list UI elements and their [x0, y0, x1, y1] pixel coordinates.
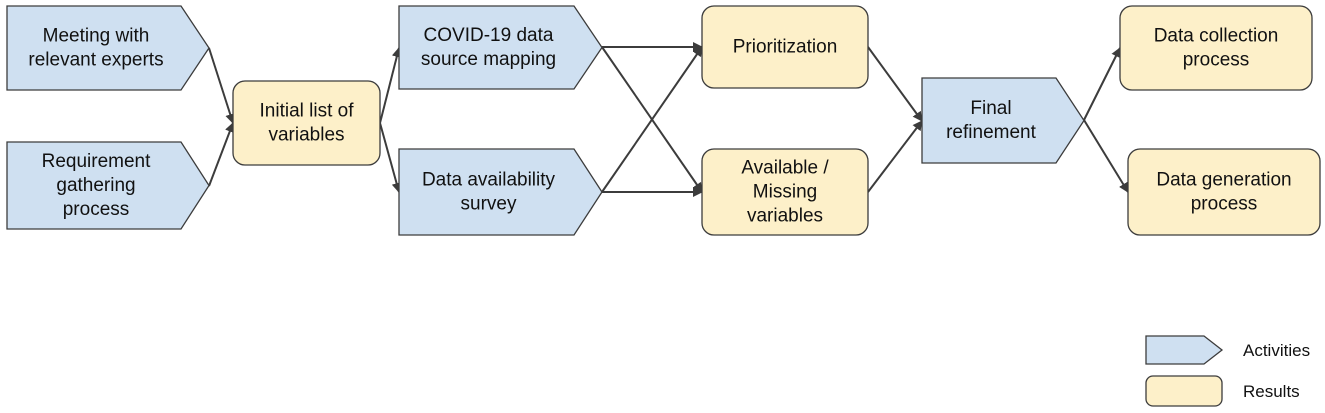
node-label-line: Initial list of: [260, 101, 355, 122]
result-shape: [701, 5, 869, 89]
node-label: Initial list of variables: [260, 101, 355, 146]
node-covid-mapping: COVID-19 data source mapping: [398, 5, 603, 90]
node-label: Final refinement: [946, 98, 1036, 143]
node-label-line: process: [63, 199, 130, 220]
arrow-requirement-to-initial-list: [208, 122, 235, 187]
node-label-line: gathering: [56, 175, 135, 196]
arrow-meeting-to-initial-list: [208, 47, 236, 124]
legend-results-label: Results: [1243, 382, 1300, 401]
legend: Activities Results: [1145, 335, 1310, 407]
node-label-line: Data generation: [1156, 170, 1291, 191]
node-label: Available / Missing variables: [741, 158, 829, 227]
node-label-line: Data availability: [422, 170, 556, 191]
node-label: Data collection process: [1154, 26, 1279, 71]
node-label-line: Data collection: [1154, 26, 1279, 47]
node-label-line: Final: [970, 98, 1011, 119]
node-label-line: relevant experts: [28, 50, 163, 71]
arrow-data-survey-to-prioritization: [601, 46, 703, 193]
node-label-line: process: [1183, 50, 1250, 71]
node-label-line: Requirement: [42, 151, 151, 172]
node-requirement: Requirement gathering process: [6, 141, 210, 230]
node-label-line: source mapping: [421, 49, 556, 70]
arrow-available-missing-to-final-refinement: [867, 120, 923, 193]
activity-shape: [6, 141, 210, 230]
node-data-generation: Data generation process: [1127, 148, 1321, 236]
node-label-line: variables: [747, 206, 823, 227]
node-label-line: Available /: [741, 158, 829, 179]
node-label-line: Meeting with: [43, 26, 150, 47]
edges-layer: [208, 42, 1129, 197]
result-shape: [1119, 5, 1313, 91]
arrow-final-refinement-to-data-generation: [1083, 119, 1129, 193]
node-initial-list: Initial list of variables: [232, 80, 381, 166]
node-label-line: process: [1191, 194, 1258, 215]
node-label-line: refinement: [946, 122, 1036, 143]
node-label-line: variables: [268, 125, 344, 146]
activity-shape: [398, 5, 603, 90]
legend-result-swatch: [1145, 375, 1223, 407]
node-label-line: survey: [461, 194, 517, 215]
node-label-line: Prioritization: [733, 37, 838, 58]
node-data-survey: Data availability survey: [398, 148, 603, 236]
node-label-line: Missing: [753, 182, 817, 203]
activity-shape: [398, 148, 603, 236]
node-available-missing: Available / Missing variables: [701, 148, 869, 236]
node-prioritization: Prioritization: [701, 5, 869, 89]
arrow-final-refinement-to-data-collection: [1083, 47, 1121, 121]
arrow-prioritization-to-final-refinement: [867, 46, 923, 122]
node-label: Meeting with relevant experts: [28, 26, 163, 71]
node-label: Data generation process: [1156, 170, 1291, 215]
legend-activity-swatch: [1145, 335, 1224, 365]
node-label: Data availability survey: [422, 170, 556, 215]
node-label: Prioritization: [733, 37, 838, 58]
node-label: Requirement gathering process: [42, 151, 151, 220]
node-label-line: COVID-19 data: [424, 25, 554, 46]
result-shape: [232, 80, 381, 166]
result-shape: [701, 148, 869, 236]
arrow-initial-list-to-data-survey: [379, 122, 402, 193]
activity-shape: [6, 5, 210, 91]
node-label: COVID-19 data source mapping: [421, 25, 556, 70]
node-meeting: Meeting with relevant experts: [6, 5, 210, 91]
node-data-collection: Data collection process: [1119, 5, 1313, 91]
legend-activities-label: Activities: [1243, 341, 1310, 360]
activity-shape: [921, 77, 1085, 164]
node-final-refinement: Final refinement: [921, 77, 1085, 164]
arrow-initial-list-to-covid-mapping: [379, 47, 402, 124]
result-shape: [1127, 148, 1321, 236]
